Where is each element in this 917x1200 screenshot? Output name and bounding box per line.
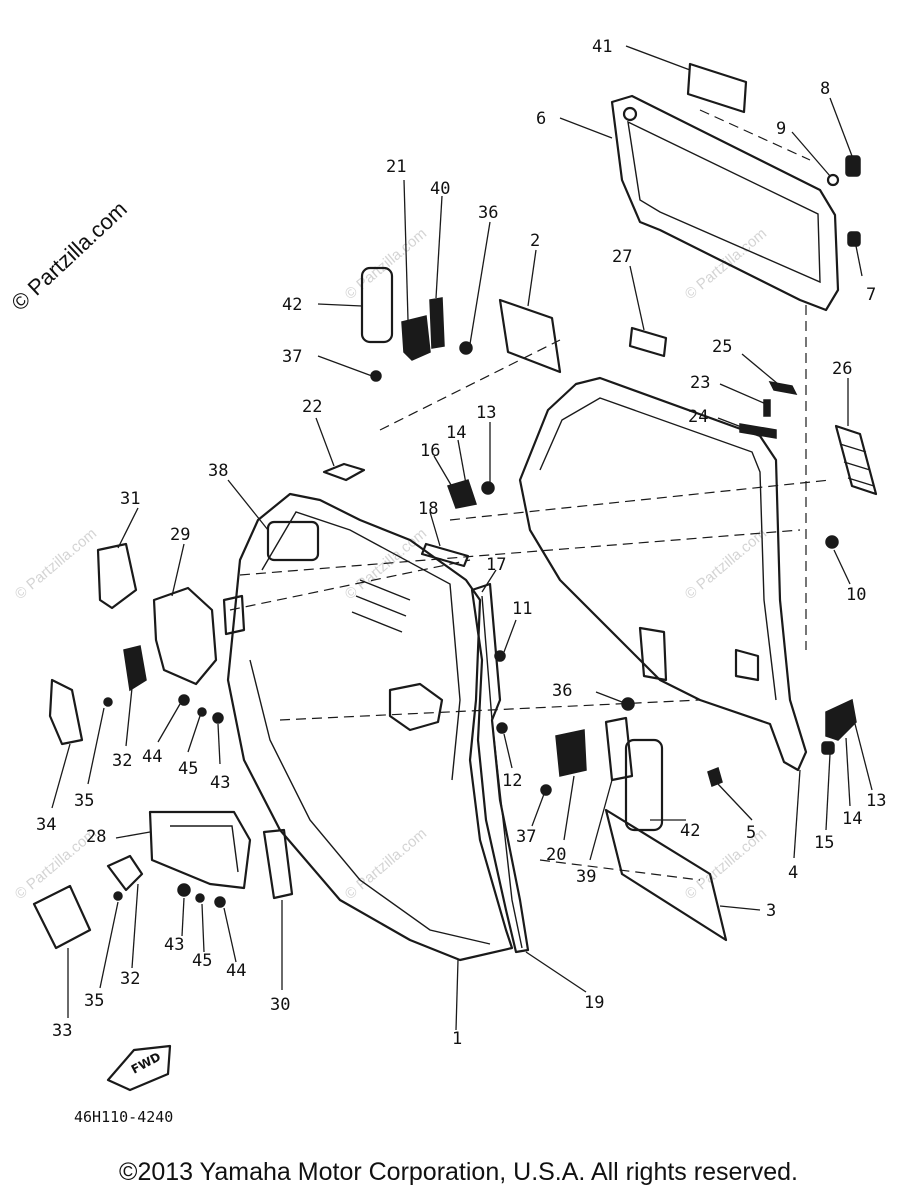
diagram-code: 46H110-4240	[74, 1108, 173, 1126]
callout: 26	[832, 359, 852, 379]
callout: 16	[420, 441, 440, 461]
callout: 11	[512, 599, 532, 619]
seal-strips-17-19	[470, 582, 530, 954]
callout: 4	[788, 863, 798, 883]
fwd-arrow: FWD	[106, 1044, 172, 1092]
callout: 5	[746, 823, 756, 843]
callout: 35	[84, 991, 104, 1011]
callout: 37	[282, 347, 302, 367]
callout: 13	[866, 791, 886, 811]
callout: 32	[120, 969, 140, 989]
callout: 18	[418, 499, 438, 519]
left-bracket-assembly	[48, 542, 224, 746]
callout: 23	[690, 373, 710, 393]
callout: 30	[270, 995, 290, 1015]
callout: 32	[112, 751, 132, 771]
right-hinge-13-15	[821, 535, 857, 755]
part-2-plate	[498, 298, 562, 374]
callout: 45	[178, 759, 198, 779]
part-1-front-shell	[222, 492, 514, 962]
callout: 42	[680, 821, 700, 841]
part-41-label	[686, 62, 748, 114]
callout-numbers: 41 8 6 9 21 40 36 2 7 27 42 25 26 37 23 …	[36, 37, 886, 1049]
callout: 45	[192, 951, 212, 971]
lock-assembly-mid	[494, 650, 664, 832]
assembly-guide-lines	[229, 109, 831, 881]
callout: 19	[584, 993, 604, 1013]
fwd-label: FWD	[129, 1050, 163, 1077]
callout: 15	[814, 833, 834, 853]
watermark-faded: © Partzilla.com	[342, 525, 430, 603]
callout: 3	[766, 901, 776, 921]
latch-assembly-top	[360, 266, 473, 382]
callout: 17	[486, 555, 506, 575]
fasteners-7-8-9	[826, 155, 861, 247]
callout: 14	[842, 809, 862, 829]
mid-hardware-13-22	[322, 462, 495, 568]
watermark-faded: © Partzilla.com	[12, 525, 100, 603]
callout: 43	[164, 935, 184, 955]
callout: 10	[846, 585, 866, 605]
callout: 34	[36, 815, 56, 835]
callout: 14	[446, 423, 466, 443]
callout: 1	[452, 1029, 462, 1049]
watermark-faded: © Partzilla.com	[342, 825, 430, 903]
callout: 27	[612, 247, 632, 267]
callout: 44	[142, 747, 162, 767]
callout: 24	[688, 407, 708, 427]
callout: 38	[208, 461, 228, 481]
copyright-footer: ©2013 Yamaha Motor Corporation, U.S.A. A…	[119, 1158, 798, 1186]
callout: 12	[502, 771, 522, 791]
watermark-main: © Partzilla.com	[6, 196, 131, 315]
watermark-faded: © Partzilla.com	[682, 525, 770, 603]
callout: 21	[386, 157, 406, 177]
part-3-panel	[604, 808, 728, 942]
leader-lines	[51, 45, 873, 1031]
callout: 28	[86, 827, 106, 847]
callout: 37	[516, 827, 536, 847]
callout: 40	[430, 179, 450, 199]
watermark-faded: © Partzilla.com	[342, 225, 430, 303]
callout: 35	[74, 791, 94, 811]
callout: 8	[820, 79, 830, 99]
callout: 20	[546, 845, 566, 865]
part-4-rear-shell	[518, 376, 808, 788]
faded-watermarks: © Partzilla.com © Partzilla.com © Partzi…	[12, 225, 770, 903]
callout: 6	[536, 109, 546, 129]
lower-bracket-assembly	[32, 810, 294, 950]
callout: 36	[478, 203, 498, 223]
callout: 13	[476, 403, 496, 423]
callout: 39	[576, 867, 596, 887]
callout: 43	[210, 773, 230, 793]
callout: 25	[712, 337, 732, 357]
callout: 33	[52, 1021, 72, 1041]
hinge-parts-23-25	[739, 380, 798, 439]
part-26-panel	[834, 424, 878, 496]
callout: 42	[282, 295, 302, 315]
callout: 29	[170, 525, 190, 545]
callout: 44	[226, 961, 246, 981]
part-6-lid-cover	[610, 94, 840, 312]
callout: 9	[776, 119, 786, 139]
callout: 2	[530, 231, 540, 251]
part-27-plate	[628, 326, 668, 358]
callout: 22	[302, 397, 322, 417]
callout: 36	[552, 681, 572, 701]
callout: 31	[120, 489, 140, 509]
callout: 7	[866, 285, 876, 305]
callout: 41	[592, 37, 612, 57]
